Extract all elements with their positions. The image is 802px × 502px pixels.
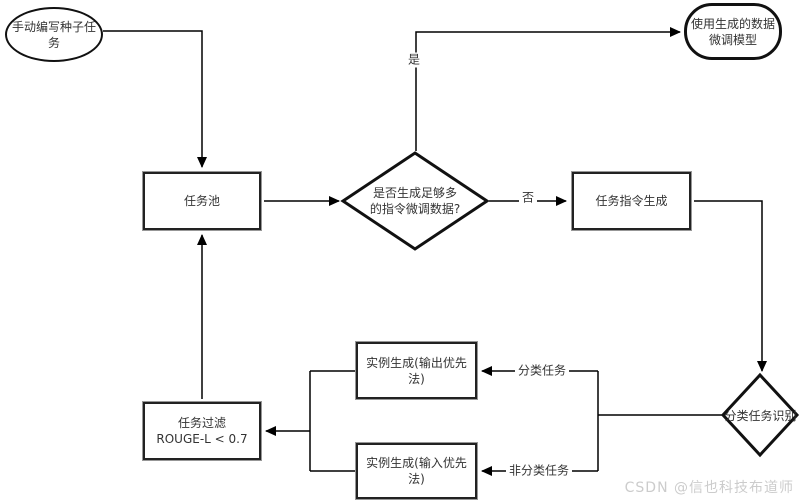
edge-seed-to-taskpool — [103, 30, 207, 168]
edge-label-no: 否 — [518, 190, 538, 206]
node-task-pool-label: 任务池 — [183, 194, 220, 208]
decision-classification-diamond — [720, 372, 800, 458]
csdn-watermark: CSDN @信也科技布道师 — [624, 480, 794, 496]
node-finetune-model: 使用生成的数据 微调模型 — [684, 3, 782, 60]
decision-classification-label: 分类任务识别 — [724, 409, 797, 423]
decision-classification-text: 分类任务识别 — [722, 408, 799, 424]
node-instruction-generation-label: 任务指令生成 — [595, 194, 668, 208]
node-instance-input-first: 实例生成(输入优先法) — [356, 443, 477, 499]
decision-enough-data-diamond — [340, 151, 490, 251]
node-task-filter-line1: 任务过滤 — [177, 416, 226, 430]
decision-enough-data-line2: 的指令微调数据? — [369, 202, 461, 216]
edge-instructiongen-to-classify — [694, 200, 767, 372]
node-instruction-generation: 任务指令生成 — [572, 172, 691, 230]
node-finetune-model-line1: 使用生成的数据 — [690, 16, 775, 31]
node-task-filter: 任务过滤 ROUGE-L < 0.7 — [143, 402, 261, 460]
edge-label-non-classification: 非分类任务 — [505, 463, 573, 479]
node-seed-tasks-label: 手动编写种子任务 — [11, 19, 96, 50]
node-instance-input-first-label: 实例生成(输入优先法) — [366, 456, 467, 486]
decision-enough-data-text: 是否生成足够多 的指令微调数据? — [347, 185, 483, 217]
node-seed-tasks: 手动编写种子任务 — [5, 7, 103, 62]
edge-label-yes: 是 — [404, 52, 424, 68]
edge-label-classification: 分类任务 — [514, 363, 570, 379]
node-finetune-model-line2: 微调模型 — [708, 32, 757, 47]
node-instance-output-first: 实例生成(输出优先法) — [356, 342, 477, 399]
node-task-filter-line2: ROUGE-L < 0.7 — [156, 432, 248, 446]
decision-enough-data-line1: 是否生成足够多 — [372, 186, 457, 200]
node-instance-output-first-label: 实例生成(输出优先法) — [366, 355, 467, 386]
edge-decision-yes-to-finetune — [415, 27, 681, 151]
node-task-pool: 任务池 — [143, 172, 261, 230]
